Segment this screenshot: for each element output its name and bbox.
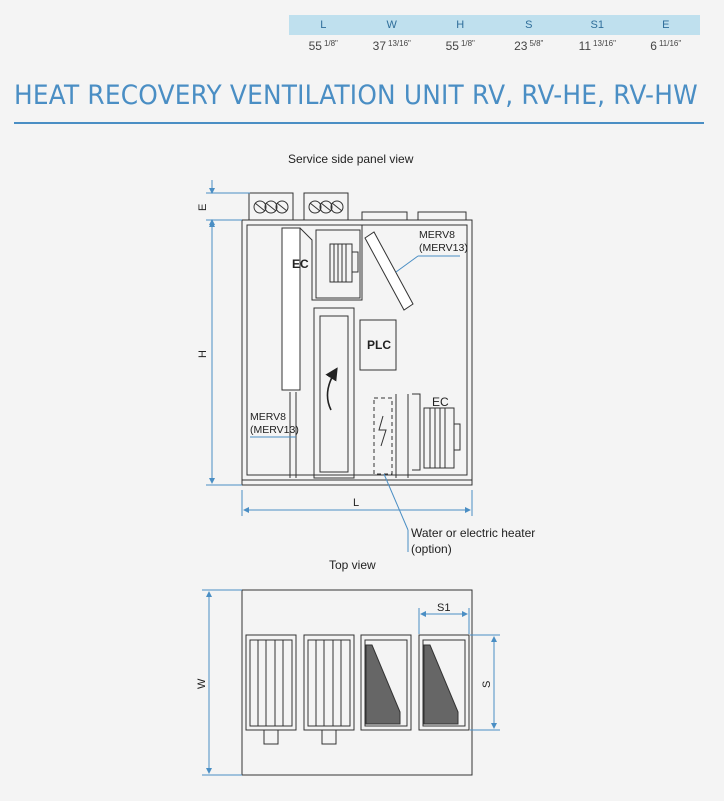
heater-label-b: (option) xyxy=(411,542,452,556)
dim-header-s: S xyxy=(525,19,533,31)
dim-e-label: E xyxy=(197,204,209,211)
bottom-ec-fan xyxy=(423,407,461,469)
dimensions-header-row: L W H S S1 E xyxy=(289,15,700,35)
leader-lines xyxy=(250,255,460,552)
heater-label-a: Water or electric heater xyxy=(411,526,535,540)
side-dimensions xyxy=(206,180,473,516)
side-view-caption: Service side panel view xyxy=(288,152,414,166)
title-underline xyxy=(14,122,704,124)
heater-symbol xyxy=(378,415,387,447)
cabinet-base xyxy=(241,479,473,486)
duct-collar-4 xyxy=(417,211,467,221)
top-filter-label-a: MERV8 xyxy=(419,229,455,241)
diagonal-filter xyxy=(364,231,414,311)
bottom-fan-label: EC xyxy=(432,395,449,409)
dim-w-label: W xyxy=(196,678,208,689)
dim-header-e: E xyxy=(662,19,670,31)
bottom-fan-housing xyxy=(412,393,421,471)
dim-l-label: L xyxy=(353,497,359,509)
duct-collar-1 xyxy=(248,192,294,221)
left-duct xyxy=(281,227,301,391)
heat-exchanger-core xyxy=(319,315,349,473)
plc-box xyxy=(359,319,397,371)
top-filter-label-b: (MERV13) xyxy=(419,242,468,254)
page-title: HEAT RECOVERY VENTILATION UNIT RV, RV-HE… xyxy=(14,80,698,111)
left-filter-label-a: MERV8 xyxy=(250,411,286,423)
duct-collar-2 xyxy=(303,192,349,221)
top-port-2 xyxy=(303,634,355,745)
airflow-arrow xyxy=(325,367,338,411)
dim-h-label: H xyxy=(197,350,209,358)
top-view-caption: Top view xyxy=(329,558,376,572)
side-view xyxy=(241,192,473,486)
left-filter-label-b: (MERV13) xyxy=(250,424,299,436)
dim-header-s1: S1 xyxy=(590,19,604,31)
top-port-4 xyxy=(418,634,470,731)
cabinet-outline xyxy=(241,219,473,481)
top-port-3 xyxy=(360,634,412,731)
dim-header-w: W xyxy=(386,19,397,31)
top-cabinet-outline xyxy=(241,589,473,776)
dim-s-label: S xyxy=(481,681,493,688)
top-port-1 xyxy=(245,634,297,745)
dim-header-l: L xyxy=(320,19,327,31)
heat-exchanger xyxy=(313,307,355,479)
top-dimensions xyxy=(202,589,500,776)
top-fan-box xyxy=(315,229,361,299)
top-ec-fan xyxy=(329,243,359,283)
plc-label: PLC xyxy=(367,338,391,352)
top-fan-label: EC xyxy=(292,257,309,271)
dim-header-h: H xyxy=(456,19,465,31)
dim-s1-label: S1 xyxy=(437,602,450,614)
cabinet-inner xyxy=(246,224,468,476)
duct-collar-3 xyxy=(361,211,408,221)
heater-option xyxy=(373,397,393,475)
top-view xyxy=(241,589,473,776)
